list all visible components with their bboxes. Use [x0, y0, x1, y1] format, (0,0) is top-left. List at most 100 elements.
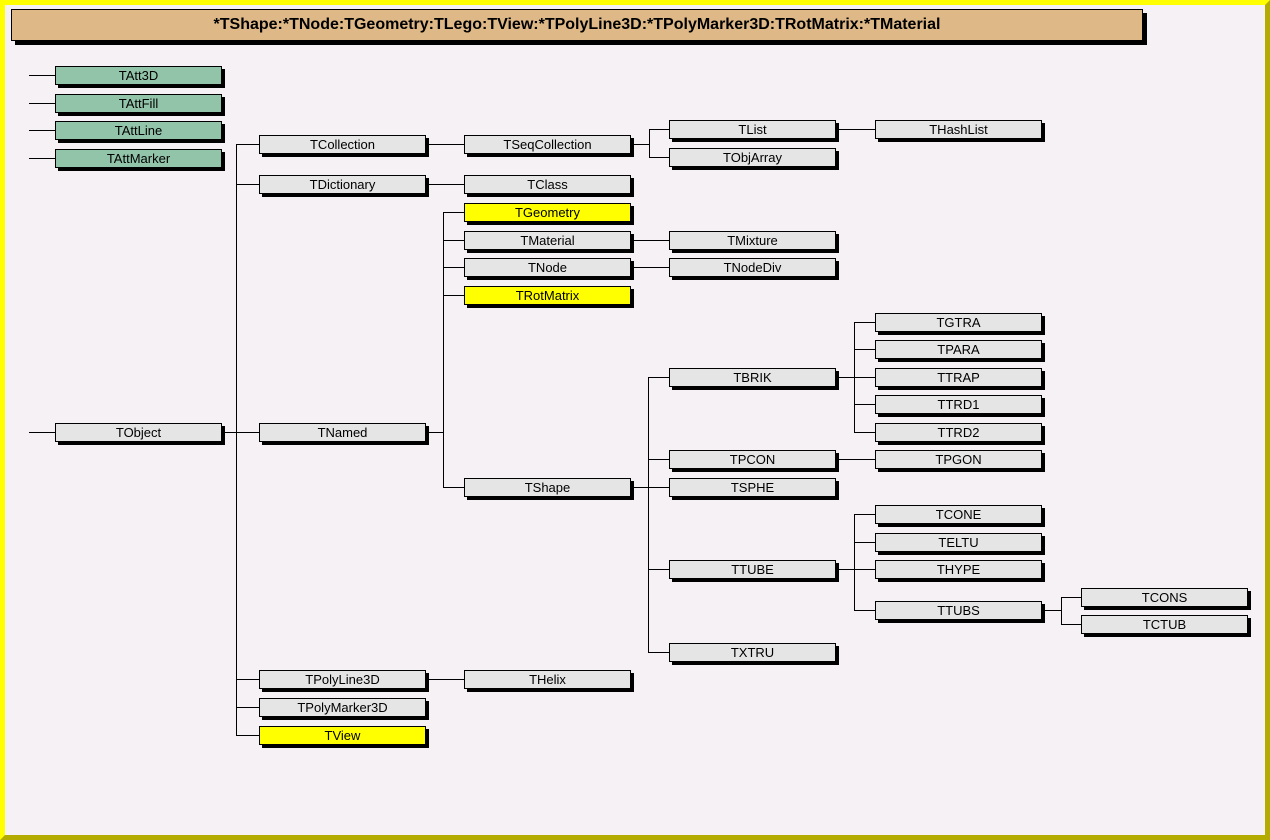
class-node-label: TPCON	[729, 452, 776, 467]
class-node-tobjarray[interactable]: TObjArray	[669, 148, 836, 167]
connector-segment	[443, 212, 444, 487]
class-node-label: TCTUB	[1142, 617, 1187, 632]
connector-segment	[236, 144, 237, 735]
page-title: *TShape:*TNode:TGeometry:TLego:TView:*TP…	[213, 16, 941, 33]
class-node-trotmatrix[interactable]: TRotMatrix	[464, 286, 631, 305]
connector-segment	[443, 212, 464, 213]
class-node-label: TTRAP	[937, 370, 980, 385]
class-node-label: TGeometry	[514, 205, 580, 220]
class-node-label: TMixture	[727, 233, 778, 248]
connector-segment	[634, 144, 649, 145]
connector-segment	[648, 459, 669, 460]
class-node-tshape[interactable]: TShape	[464, 478, 631, 497]
class-node-tobject[interactable]: TObject	[55, 423, 222, 442]
connector-segment	[429, 432, 443, 433]
connector-segment	[854, 377, 875, 378]
class-node-label: TView	[324, 728, 361, 743]
connector-segment	[839, 377, 854, 378]
connector-segment	[236, 144, 259, 145]
class-node-thashlist[interactable]: THashList	[875, 120, 1042, 139]
connector-segment	[854, 514, 855, 610]
class-node-ttrd1[interactable]: TTRD1	[875, 395, 1042, 414]
class-node-label: TAtt3D	[118, 68, 159, 83]
connector-segment	[443, 295, 464, 296]
class-node-label: TCONE	[935, 507, 982, 522]
class-node-label: TRotMatrix	[515, 288, 580, 303]
class-node-tpara[interactable]: TPARA	[875, 340, 1042, 359]
class-node-tgeometry[interactable]: TGeometry	[464, 203, 631, 222]
class-node-tctub[interactable]: TCTUB	[1081, 615, 1248, 634]
connector-segment	[854, 322, 875, 323]
class-node-ttube[interactable]: TTUBE	[669, 560, 836, 579]
class-node-tdictionary[interactable]: TDictionary	[259, 175, 426, 194]
connector-segment	[236, 432, 259, 433]
class-node-tcons[interactable]: TCONS	[1081, 588, 1248, 607]
connector-segment	[429, 184, 464, 185]
class-node-label: TTRD2	[937, 425, 980, 440]
class-node-tsphe[interactable]: TSPHE	[669, 478, 836, 497]
connector-segment	[1061, 597, 1062, 624]
class-node-ttubs[interactable]: TTUBS	[875, 601, 1042, 620]
class-node-thype[interactable]: THYPE	[875, 560, 1042, 579]
class-node-tpolymarker3d[interactable]: TPolyMarker3D	[259, 698, 426, 717]
connector-segment	[225, 432, 236, 433]
class-node-thelix[interactable]: THelix	[464, 670, 631, 689]
connector-segment	[649, 129, 650, 157]
class-node-tattmarker[interactable]: TAttMarker	[55, 149, 222, 168]
class-node-tattfill[interactable]: TAttFill	[55, 94, 222, 113]
connector-segment	[29, 75, 55, 76]
class-node-label: TELTU	[938, 535, 979, 550]
class-node-teltu[interactable]: TELTU	[875, 533, 1042, 552]
class-node-label: TTRD1	[937, 397, 980, 412]
connector-segment	[839, 129, 875, 130]
class-node-label: TClass	[527, 177, 568, 192]
class-node-label: TTUBS	[937, 603, 980, 618]
class-node-label: THashList	[929, 122, 988, 137]
class-node-label: TNodeDiv	[723, 260, 782, 275]
connector-segment	[29, 130, 55, 131]
class-node-tclass[interactable]: TClass	[464, 175, 631, 194]
class-node-txtru[interactable]: TXTRU	[669, 643, 836, 662]
connector-segment	[29, 158, 55, 159]
connector-segment	[443, 240, 464, 241]
connector-segment	[1045, 610, 1061, 611]
connector-segment	[429, 144, 464, 145]
class-node-label: TObject	[115, 425, 162, 440]
class-node-tseqcollection[interactable]: TSeqCollection	[464, 135, 631, 154]
class-node-label: TPARA	[937, 342, 980, 357]
class-node-label: TPGON	[935, 452, 982, 467]
class-node-tnode[interactable]: TNode	[464, 258, 631, 277]
connector-segment	[236, 735, 259, 736]
connector-segment	[1061, 597, 1081, 598]
class-node-label: TCONS	[1141, 590, 1188, 605]
class-node-tattline[interactable]: TAttLine	[55, 121, 222, 140]
class-node-label: TGTRA	[936, 315, 981, 330]
class-node-tpcon[interactable]: TPCON	[669, 450, 836, 469]
connector-segment	[648, 377, 649, 652]
class-node-tcollection[interactable]: TCollection	[259, 135, 426, 154]
class-node-label: TAttLine	[114, 123, 163, 138]
class-node-label: TSeqCollection	[503, 137, 592, 152]
connector-segment	[648, 487, 669, 488]
class-node-tnamed[interactable]: TNamed	[259, 423, 426, 442]
class-node-tlist[interactable]: TList	[669, 120, 836, 139]
class-node-tgtra[interactable]: TGTRA	[875, 313, 1042, 332]
class-node-label: TObjArray	[723, 150, 782, 165]
class-node-ttrd2[interactable]: TTRD2	[875, 423, 1042, 442]
connector-segment	[649, 129, 669, 130]
class-node-ttrap[interactable]: TTRAP	[875, 368, 1042, 387]
class-node-tbrik[interactable]: TBRIK	[669, 368, 836, 387]
class-node-tpolyline3d[interactable]: TPolyLine3D	[259, 670, 426, 689]
class-node-tatt3d[interactable]: TAtt3D	[55, 66, 222, 85]
class-node-tnodediv[interactable]: TNodeDiv	[669, 258, 836, 277]
class-node-label: TAttFill	[118, 96, 159, 111]
class-node-label: TPolyLine3D	[305, 672, 380, 687]
connector-segment	[649, 157, 669, 158]
class-node-tview[interactable]: TView	[259, 726, 426, 745]
connector-segment	[854, 514, 875, 515]
class-node-tmixture[interactable]: TMixture	[669, 231, 836, 250]
class-node-tpgon[interactable]: TPGON	[875, 450, 1042, 469]
class-node-tcone[interactable]: TCONE	[875, 505, 1042, 524]
class-node-tmaterial[interactable]: TMaterial	[464, 231, 631, 250]
